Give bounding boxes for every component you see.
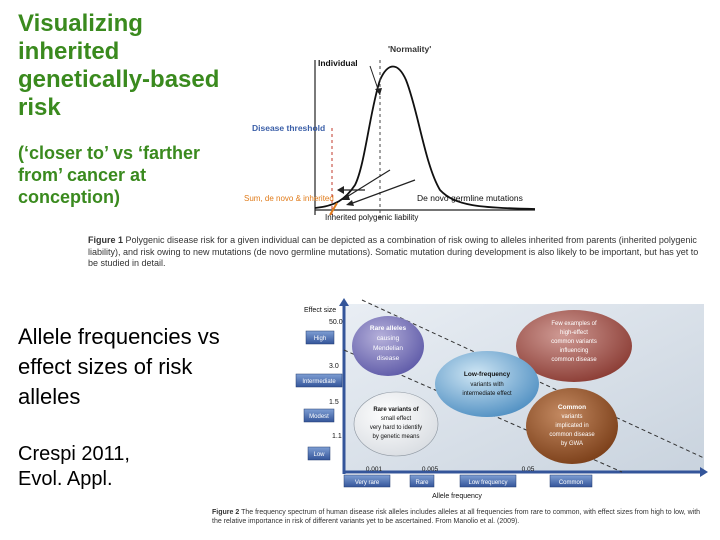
ellipse1-line3: Mendelian [373, 345, 403, 352]
citation: Crespi 2011, Evol. Appl. [18, 443, 130, 490]
figure2-x-tick-1: 0.001 [366, 466, 383, 473]
figure2-y-cat-intermediate-label: Intermediate [302, 379, 336, 385]
ellipse4-line1: Rare variants of [373, 407, 419, 413]
figure2-ellipse-common-high-effect: Few examples of high-effect common varia… [516, 310, 632, 382]
figure1-individual-arrowhead [375, 88, 382, 95]
ellipse5-line2: variants [561, 414, 582, 420]
ellipse2-line2: high-effect [560, 330, 588, 336]
figure2-y-cat-low-label: Low [313, 452, 325, 458]
figure2-x-tick-3: 0.05 [522, 466, 535, 473]
figure2-y-cat-intermediate [295, 373, 343, 388]
figure2-caption: Figure 2 The frequency spectrum of human… [212, 508, 702, 526]
figure2-x-cat-common [549, 474, 593, 488]
figure1-mutation-arrowhead-3 [346, 200, 354, 206]
figure1-mutation-arrow-3 [349, 179, 416, 205]
figure1-mutation-arrowhead-2 [342, 194, 350, 200]
ellipse4-line2: small effect [381, 416, 412, 422]
figure2-x-cat-low-frequency [459, 474, 517, 488]
figure1-mutation-arrowhead-1 [337, 186, 344, 194]
figure1-liability-diagram: 'Normality' Individual Disease threshold… [244, 44, 536, 222]
figure2-caption-label: Figure 2 [212, 509, 240, 516]
figure2-caption-text: The frequency spectrum of human disease … [212, 509, 701, 525]
figure2-y-tick-3: 1.5 [329, 399, 339, 406]
ellipse1-line2: causing [377, 335, 400, 342]
ellipse3-line1: Low-frequency [464, 371, 511, 378]
ellipse5-line4: common disease [549, 432, 595, 438]
figure1-inherited-label: Inherited polygenic liability [325, 213, 418, 222]
ellipse5-line3: implicated in [555, 423, 588, 429]
figure2-allele-diagram: Effect size 50.0 3.0 1.5 1.1 High Interm… [295, 298, 708, 500]
figure1-sum-label: Sum, de novo & inherited [244, 194, 334, 203]
ellipse2-line4: influencing [560, 348, 589, 354]
ellipse2-line1: Few examples of [551, 321, 597, 327]
figure1-normal-curve [314, 65, 536, 210]
ellipse3-line3: intermediate effect [462, 391, 512, 397]
figure1-individual-label: Individual [318, 58, 358, 68]
ellipse5-line1: Common [558, 404, 586, 411]
slide-subtitle: (‘closer to’ vs ‘farther from’ cancer at… [18, 143, 201, 207]
figure1-sum-arrow [329, 202, 338, 216]
ellipse4-line4: by genetic means [372, 434, 419, 440]
figure2-y-axis-title: Effect size [304, 307, 336, 314]
figure2-y-cat-low [307, 446, 331, 461]
figure2-ellipse-common-gwa: Common variants implicated in common dis… [526, 388, 618, 464]
figure2-y-tick-2: 3.0 [329, 363, 339, 370]
ellipse4-line3: very hard to identify [370, 425, 422, 431]
figure2-x-cat-common-label: Common [559, 480, 583, 486]
figure2-y-cat-high-label: High [314, 336, 326, 342]
figure2-ellipse-rare-mendelian: Rare alleles causing Mendelian disease [352, 316, 424, 376]
figure2-x-axis-arrowhead [700, 467, 708, 477]
figure2-x-cat-low-frequency-label: Low frequency [468, 480, 507, 486]
ellipse1-line1: Rare alleles [370, 325, 407, 332]
figure1-disease-threshold-label: Disease threshold [252, 123, 325, 133]
ellipse3-line2: variants with [470, 382, 503, 388]
figure2-x-cat-very-rare-label: Very rare [355, 480, 380, 486]
figure2-x-tick-2: 0.005 [422, 466, 439, 473]
figure1-caption: Figure 1 Polygenic disease risk for a gi… [88, 235, 700, 270]
figure1-normality-label: 'Normality' [388, 44, 431, 54]
figure2-x-cat-very-rare [343, 474, 391, 488]
figure1-de-novo-label: De novo germline mutations [417, 193, 523, 203]
figure1-caption-text: Polygenic disease risk for a given indiv… [88, 235, 699, 268]
figure2-y-tick-4: 1.1 [332, 433, 342, 440]
figure2-y-cat-high [305, 330, 335, 345]
ellipse5-line5: by GWA [561, 441, 583, 447]
ellipse2-line5: common disease [551, 357, 597, 363]
figure2-x-cat-rare [409, 474, 435, 488]
figure2-ellipse-rare-small-effect: Rare variants of small effect very hard … [353, 391, 439, 457]
figure1-caption-label: Figure 1 [88, 235, 124, 245]
figure2-y-cat-modest [303, 408, 335, 423]
ellipse2-line3: common variants [551, 339, 597, 345]
ellipse1-line4: disease [377, 355, 400, 362]
figure2-y-cat-modest-label: Modest [309, 414, 329, 420]
figure2-x-cat-rare-label: Rare [415, 480, 429, 486]
figure2-x-axis-title: Allele frequency [432, 493, 482, 500]
figure1-mutation-arrow-2 [344, 169, 391, 199]
figure2-ellipse-low-frequency: Low-frequency variants with intermediate… [435, 351, 539, 417]
figure2-y-axis-arrowhead [339, 298, 349, 306]
allele-heading: Allele frequencies vs effect sizes of ri… [18, 324, 220, 409]
slide-title: Visualizing inherited genetically-based … [18, 10, 220, 121]
figure2-y-tick-1: 50.0 [329, 319, 343, 326]
